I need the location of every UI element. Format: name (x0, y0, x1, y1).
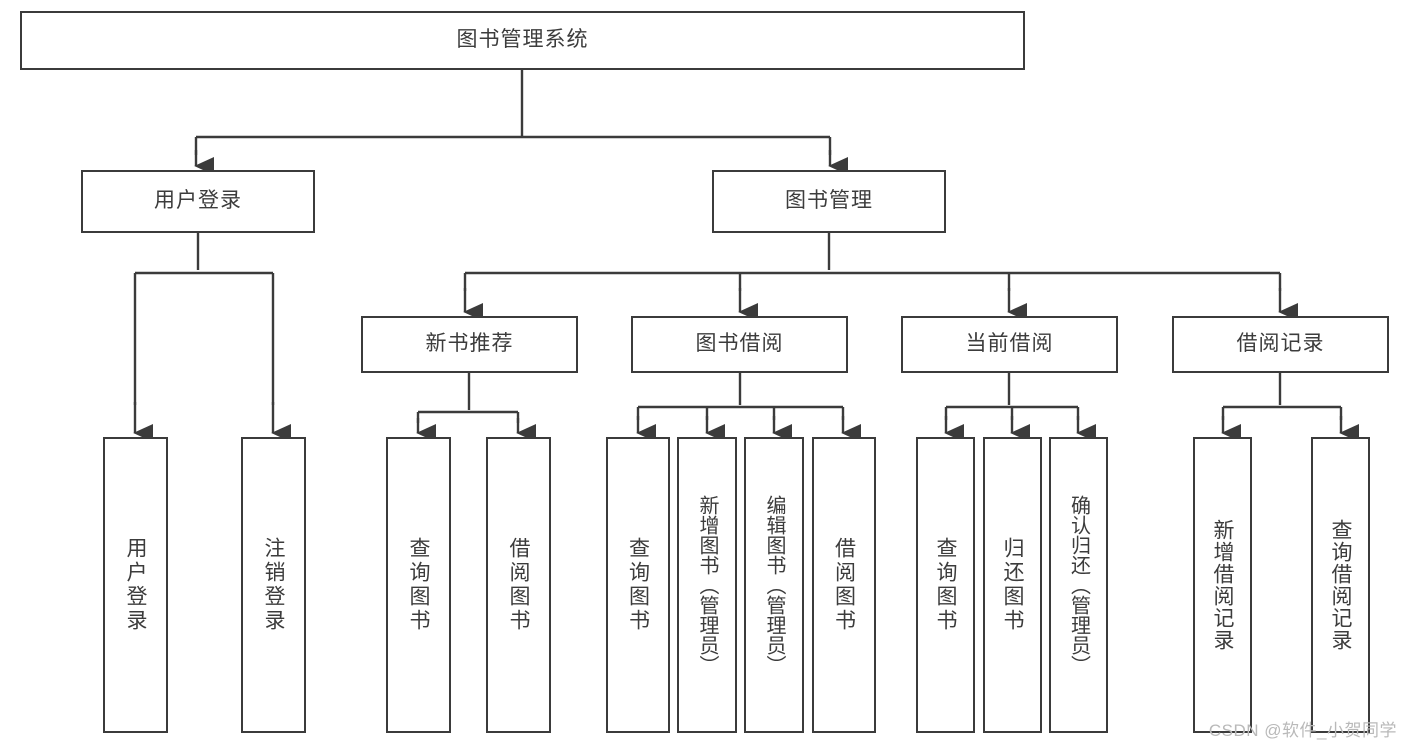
node-label: 查询借阅记录 (1329, 519, 1353, 651)
node-label: 当前借阅 (965, 332, 1054, 356)
node-current-borrow[interactable]: 当前借阅 (901, 316, 1118, 373)
node-label: 图书管理系统 (456, 28, 589, 52)
node-label: 图书借阅 (695, 332, 784, 356)
node-book-borrow[interactable]: 图书借阅 (631, 316, 848, 373)
node-label: 编辑图书（管理员） (763, 495, 785, 675)
node-label: 注销登录 (262, 537, 286, 633)
node-label: 确认归还（管理员） (1067, 495, 1090, 675)
node-user-login[interactable]: 用户登录 (81, 170, 315, 233)
leaf-new-book-borrow-book[interactable]: 借阅图书 (486, 437, 551, 733)
node-label: 查询图书 (407, 537, 431, 633)
node-label: 用户登录 (124, 537, 148, 633)
node-borrow-record[interactable]: 借阅记录 (1172, 316, 1389, 373)
node-label: 新书推荐 (425, 332, 514, 356)
leaf-record-query-borrow-record[interactable]: 查询借阅记录 (1311, 437, 1370, 733)
node-root-book-management-system[interactable]: 图书管理系统 (20, 11, 1025, 70)
leaf-record-add-borrow-record[interactable]: 新增借阅记录 (1193, 437, 1252, 733)
node-label: 图书管理 (785, 189, 873, 213)
node-label: 查询图书 (934, 537, 958, 633)
node-label: 借阅图书 (507, 537, 531, 633)
leaf-borrow-edit-book-admin[interactable]: 编辑图书（管理员） (744, 437, 804, 733)
node-new-book-recommend[interactable]: 新书推荐 (361, 316, 578, 373)
leaf-user-login-logout[interactable]: 注销登录 (241, 437, 306, 733)
node-label: 用户登录 (154, 189, 242, 213)
node-label: 新增借阅记录 (1211, 519, 1235, 651)
node-label: 归还图书 (1001, 537, 1025, 633)
node-label: 借阅记录 (1236, 332, 1325, 356)
leaf-borrow-add-book-admin[interactable]: 新增图书（管理员） (677, 437, 737, 733)
node-label: 查询图书 (626, 537, 650, 633)
node-book-management[interactable]: 图书管理 (712, 170, 946, 233)
leaf-current-confirm-return-admin[interactable]: 确认归还（管理员） (1049, 437, 1108, 733)
leaf-new-book-query-book[interactable]: 查询图书 (386, 437, 451, 733)
watermark-csdn: CSDN @软件_小贺同学 (1208, 721, 1397, 740)
node-label: 新增图书（管理员） (696, 495, 718, 675)
leaf-user-login-login[interactable]: 用户登录 (103, 437, 168, 733)
leaf-borrow-query-book[interactable]: 查询图书 (606, 437, 670, 733)
leaf-borrow-borrow-book[interactable]: 借阅图书 (812, 437, 876, 733)
leaf-current-query-book[interactable]: 查询图书 (916, 437, 975, 733)
node-label: 借阅图书 (832, 537, 856, 633)
leaf-current-return-book[interactable]: 归还图书 (983, 437, 1042, 733)
